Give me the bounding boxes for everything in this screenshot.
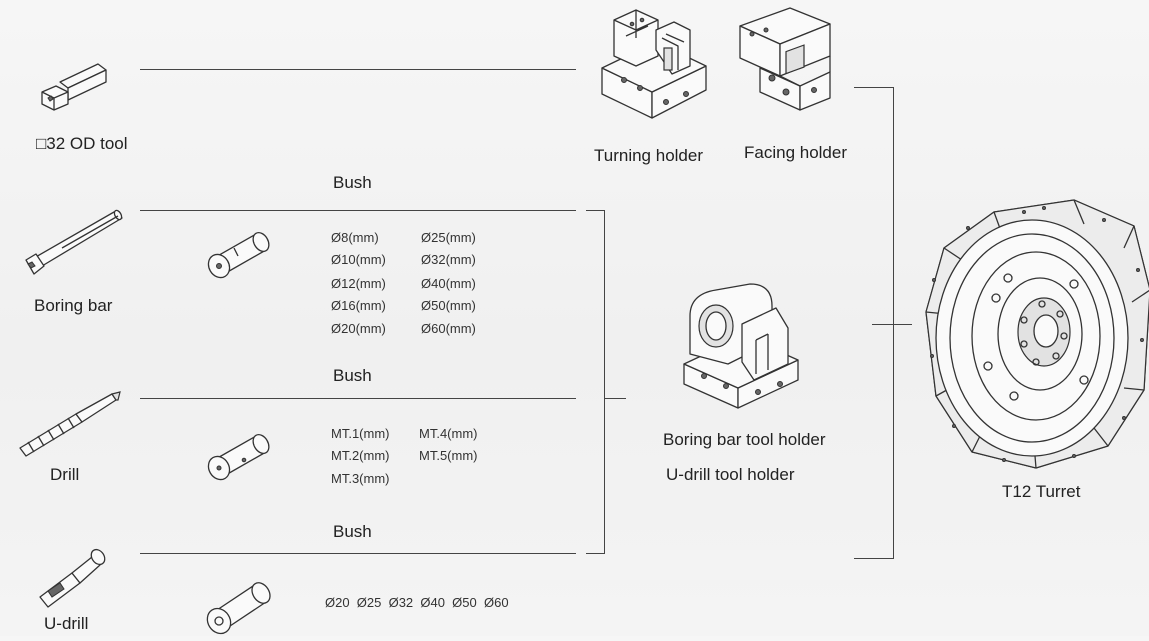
boring-bush-size-5b: Ø60(mm) xyxy=(421,321,476,336)
bush-icon xyxy=(204,578,276,641)
u-drill-label: U-drill xyxy=(44,614,89,633)
connector-drill xyxy=(140,398,576,399)
connector-boring-bar xyxy=(140,210,576,211)
boring-bush-size-2b: Ø32(mm) xyxy=(421,252,476,267)
od-tool-icon xyxy=(38,60,113,120)
drill-bush-size-1a: MT.1(mm) xyxy=(331,426,390,441)
bush-bracket-bottom xyxy=(586,553,604,554)
bush-icon xyxy=(204,228,276,285)
bush-bracket-top xyxy=(586,210,604,211)
bush-label-2: Bush xyxy=(333,366,372,385)
boring-bush-size-4a: Ø16(mm) xyxy=(331,298,386,313)
holder-bracket-mid xyxy=(872,324,912,325)
bush-label-3: Bush xyxy=(333,522,372,541)
holder-bracket-top xyxy=(854,87,894,88)
drill-icon xyxy=(16,390,126,465)
facing-holder-icon xyxy=(730,6,850,123)
facing-holder-label: Facing holder xyxy=(744,143,848,162)
bush-icon xyxy=(204,430,276,487)
drill-bush-size-3a: MT.3(mm) xyxy=(331,471,390,486)
boring-bar-icon xyxy=(22,208,132,285)
boring-bush-size-3b: Ø40(mm) xyxy=(421,276,476,291)
connector-u-drill xyxy=(140,553,576,554)
boring-bush-size-5a: Ø20(mm) xyxy=(331,321,386,336)
drill-label: Drill xyxy=(50,465,80,484)
boring-bar-label: Boring bar xyxy=(34,296,113,315)
connector-od-tool xyxy=(140,69,576,70)
bush-bracket-vertical xyxy=(604,210,605,554)
boring-bush-size-1a: Ø8(mm) xyxy=(331,230,379,245)
u-drill-icon xyxy=(34,545,114,620)
turret-icon xyxy=(924,190,1149,477)
turret-label: T12 Turret xyxy=(1002,482,1081,501)
drill-bush-size-2a: MT.2(mm) xyxy=(331,448,390,463)
turning-holder-icon xyxy=(596,8,716,125)
boring-bush-size-4b: Ø50(mm) xyxy=(421,298,476,313)
turning-holder-label: Turning holder xyxy=(594,146,703,165)
u-drill-tool-holder-label: U-drill tool holder xyxy=(666,465,795,484)
bush-label-1: Bush xyxy=(333,173,372,192)
bush-bracket-out xyxy=(604,398,626,399)
boring-bush-size-1b: Ø25(mm) xyxy=(421,230,476,245)
drill-bush-size-1b: MT.4(mm) xyxy=(419,426,478,441)
od-tool-label: □32 OD tool xyxy=(36,134,128,153)
boring-bush-size-3a: Ø12(mm) xyxy=(331,276,386,291)
boring-bar-tool-holder-icon xyxy=(676,280,806,415)
boring-bush-size-2a: Ø10(mm) xyxy=(331,252,386,267)
boring-bar-tool-holder-label: Boring bar tool holder xyxy=(663,430,826,449)
drill-bush-size-2b: MT.5(mm) xyxy=(419,448,478,463)
udrill-bush-sizes: Ø20 Ø25 Ø32 Ø40 Ø50 Ø60 xyxy=(325,595,509,610)
holder-bracket-bottom xyxy=(854,558,894,559)
holder-bracket-vertical xyxy=(893,87,894,559)
